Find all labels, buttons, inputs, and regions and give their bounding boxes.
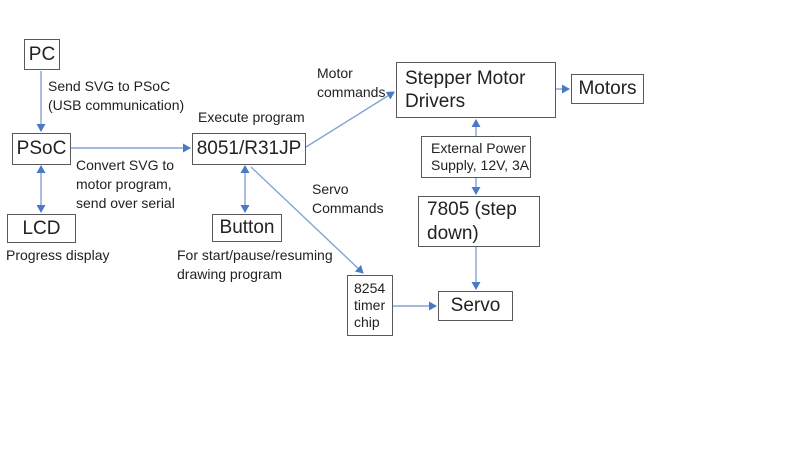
timer-8254-box: 8254 timer chip — [347, 275, 393, 336]
note-execute-program: Execute program — [198, 109, 305, 125]
note-progress-display: Progress display — [6, 247, 110, 263]
note-motor-commands: Motor commands — [317, 65, 386, 100]
external-power-supply-box: External Power Supply, 12V, 3A — [421, 136, 531, 178]
psoc-box: PSoC — [12, 133, 71, 165]
note-button-purpose: For start/pause/resuming drawing program — [177, 247, 333, 282]
pc-box: PC — [24, 39, 60, 70]
note-servo-commands: Servo Commands — [312, 181, 384, 216]
psoc-label: PSoC — [16, 138, 67, 160]
regulator-7805-label: 7805 (step down) — [427, 199, 517, 244]
stepper-motor-drivers-box: Stepper Motor Drivers — [396, 62, 556, 118]
button-label: Button — [219, 217, 275, 239]
timer-8254-label: 8254 timer chip — [354, 279, 386, 331]
external-power-supply-label: External Power Supply, 12V, 3A — [431, 139, 530, 173]
pc-label: PC — [28, 43, 56, 65]
motors-label: Motors — [578, 78, 637, 100]
lcd-label: LCD — [22, 217, 61, 239]
button-box: Button — [212, 214, 282, 242]
regulator-7805-box: 7805 (step down) — [418, 196, 540, 247]
mcu-box: 8051/R31JP — [192, 133, 306, 165]
mcu-label: 8051/R31JP — [196, 138, 302, 160]
stepper-motor-drivers-label: Stepper Motor Drivers — [405, 67, 526, 112]
servo-label: Servo — [450, 295, 501, 317]
motors-box: Motors — [571, 74, 644, 104]
lcd-box: LCD — [7, 214, 76, 243]
note-usb-communication: Send SVG to PSoC (USB communication) — [48, 78, 185, 113]
servo-box: Servo — [438, 291, 513, 321]
note-convert-svg: Convert SVG to motor program, send over … — [76, 157, 175, 211]
